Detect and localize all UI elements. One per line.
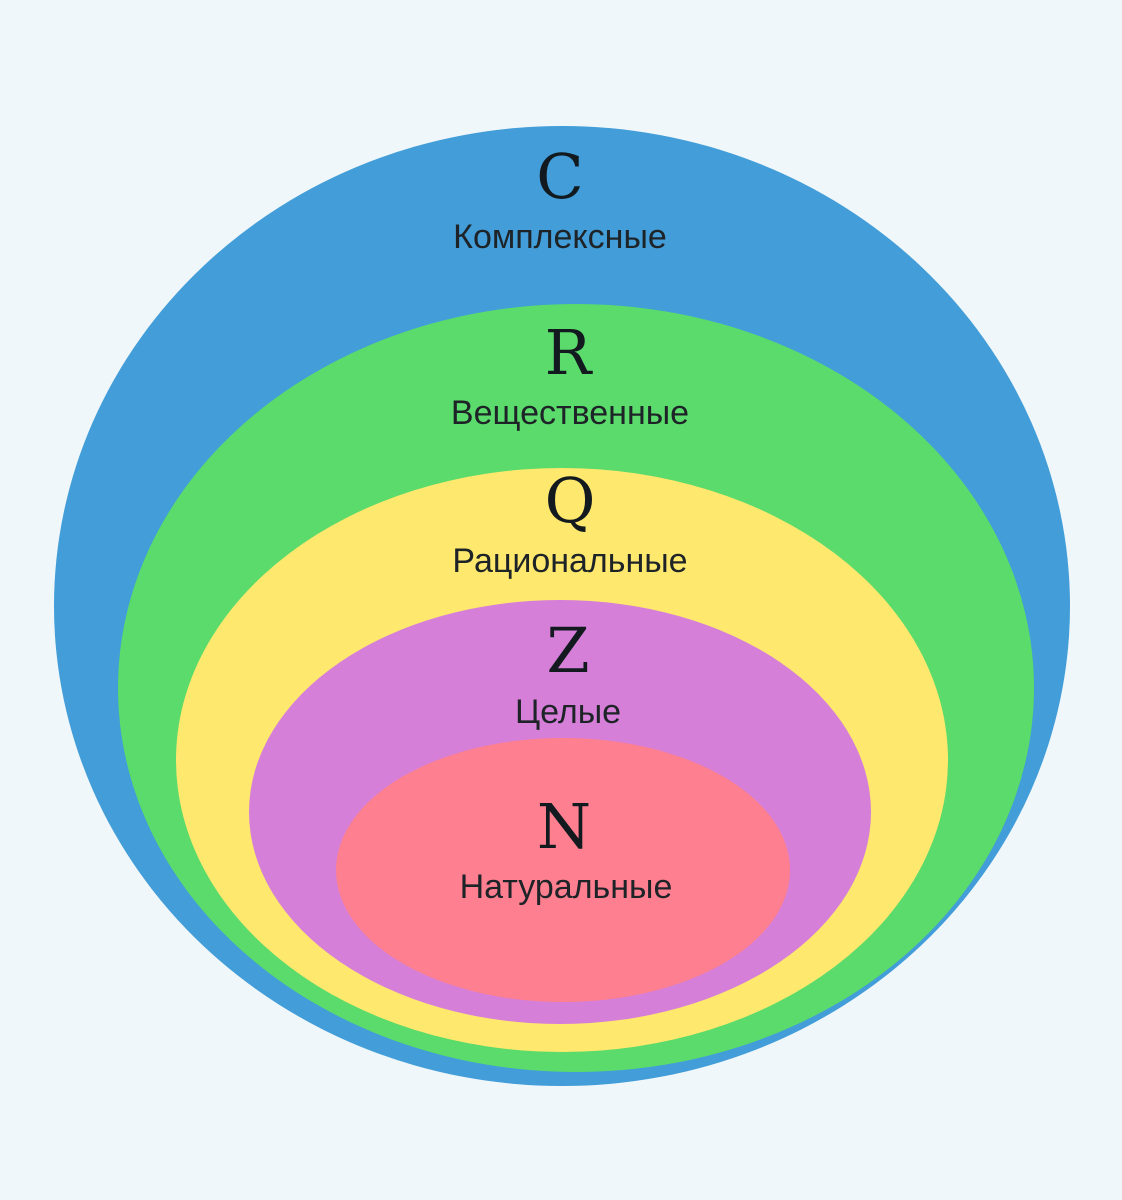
set-real-name: Вещественные [451, 394, 689, 432]
set-natural-symbol: N [537, 790, 591, 863]
set-rational-symbol: Q [545, 464, 596, 537]
set-integer-name: Целые [515, 693, 621, 731]
set-complex-name: Комплексные [453, 218, 667, 256]
set-natural-ellipse [336, 738, 790, 1002]
set-complex-symbol: C [536, 140, 583, 213]
set-integer-symbol: Z [546, 614, 589, 687]
set-real-symbol: R [545, 316, 594, 389]
set-rational-name: Рациональные [452, 542, 687, 580]
set-natural-name: Натуральные [460, 868, 673, 906]
